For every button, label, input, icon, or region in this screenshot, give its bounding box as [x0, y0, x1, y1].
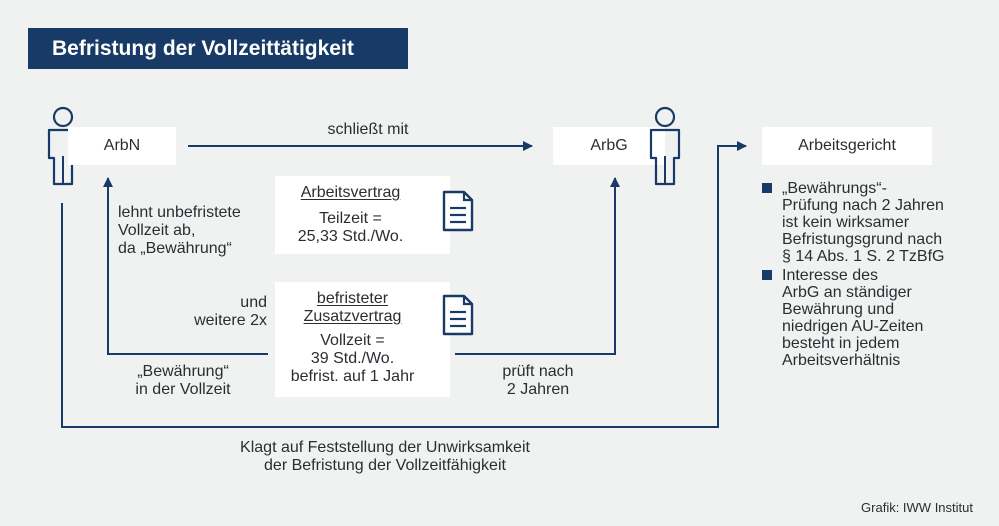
bullet-square-icon [762, 183, 772, 193]
further-line-1: und [240, 294, 267, 311]
court-label: Arbeitsgericht [798, 137, 896, 154]
probation-line-2: in der Vollzeit [135, 381, 231, 398]
contract2-line-1: Vollzeit = [320, 332, 385, 349]
arbg-box: ArbG [553, 127, 665, 165]
finding-line: niedrigen AU-Zeiten [782, 318, 924, 335]
arrow-refuses [103, 177, 268, 355]
finding-line: Interesse des [782, 267, 879, 284]
arbn-label: ArbN [103, 137, 141, 154]
finding-line: § 14 Abs. 1 S. 2 TzBfG [782, 248, 945, 265]
finding-line: ist kein wirksamer [782, 214, 910, 231]
contract1-title: Arbeitsvertrag [300, 184, 401, 201]
contract2-title-line-2: Zusatzvertrag [303, 308, 402, 325]
checks-line-1: prüft nach [502, 363, 574, 380]
fixed-term-contract-card: befristeter Zusatzvertrag Vollzeit = 39 … [275, 282, 450, 397]
concludes-text: schließt mit [327, 121, 409, 138]
finding-line: „Bewährungs“- [782, 180, 887, 197]
arrow-lawsuit [61, 141, 747, 428]
further-label: und weitere 2x [150, 294, 267, 330]
contract2-title-line-1: befristeter [316, 290, 389, 307]
credit-label: Grafik: IWW Institut [861, 500, 973, 515]
checks-label: prüft nach 2 Jahren [478, 363, 598, 399]
arrow-checks [455, 177, 620, 355]
person-icon [649, 106, 681, 186]
checks-line-2: 2 Jahren [506, 381, 570, 398]
page-title-text: Befristung der Vollzeittätigkeit [52, 36, 354, 60]
refuses-line-3: da „Bewährung“ [118, 240, 232, 257]
finding-line: Prüfung nach 2 Jahren [782, 197, 944, 214]
contract2-line-2: 39 Std./Wo. [310, 350, 395, 367]
finding-line: ArbG an ständiger [782, 284, 912, 301]
credit-text: Grafik: IWW Institut [861, 500, 973, 515]
contract1-line-2: 25,33 Std./Wo. [297, 228, 404, 245]
document-icon [442, 190, 474, 232]
page-title: Befristung der Vollzeittätigkeit [28, 28, 408, 69]
refuses-line-2: Vollzeit ab, [118, 222, 196, 239]
finding-line: Befristungsgrund nach [782, 231, 943, 248]
refuses-label: lehnt unbefristete Vollzeit ab, da „Bewä… [118, 204, 278, 258]
finding-item: „Bewährungs“- Prüfung nach 2 Jahren ist … [762, 180, 982, 265]
further-line-2: weitere 2x [194, 312, 267, 329]
court-box: Arbeitsgericht [762, 127, 932, 165]
findings-list: „Bewährungs“- Prüfung nach 2 Jahren ist … [762, 180, 982, 371]
lawsuit-label: Klagt auf Feststellung der Unwirksamkeit… [150, 439, 620, 475]
refuses-line-1: lehnt unbefristete [118, 204, 241, 221]
arbn-box: ArbN [68, 127, 176, 165]
employment-contract-card: Arbeitsvertrag Teilzeit = 25,33 Std./Wo. [275, 176, 450, 254]
bullet-square-icon [762, 270, 772, 280]
probation-line-1: „Bewährung“ [137, 363, 229, 380]
lawsuit-line-2: der Befristung der Vollzeitfähigkeit [264, 457, 506, 474]
probation-label: „Bewährung“ in der Vollzeit [108, 363, 258, 399]
finding-line: Arbeitsverhältnis [782, 352, 901, 369]
arbg-label: ArbG [590, 137, 628, 154]
lawsuit-line-1: Klagt auf Feststellung der Unwirksamkeit [240, 439, 530, 456]
contract2-line-3: befrist. auf 1 Jahr [290, 368, 415, 385]
concludes-label: schließt mit [288, 121, 448, 139]
finding-line: Bewährung und [782, 301, 895, 318]
contract1-line-1: Teilzeit = [319, 210, 382, 227]
finding-line: besteht in jedem [782, 335, 900, 352]
document-icon [442, 294, 474, 336]
finding-item: Interesse des ArbG an ständiger Bewährun… [762, 267, 982, 369]
